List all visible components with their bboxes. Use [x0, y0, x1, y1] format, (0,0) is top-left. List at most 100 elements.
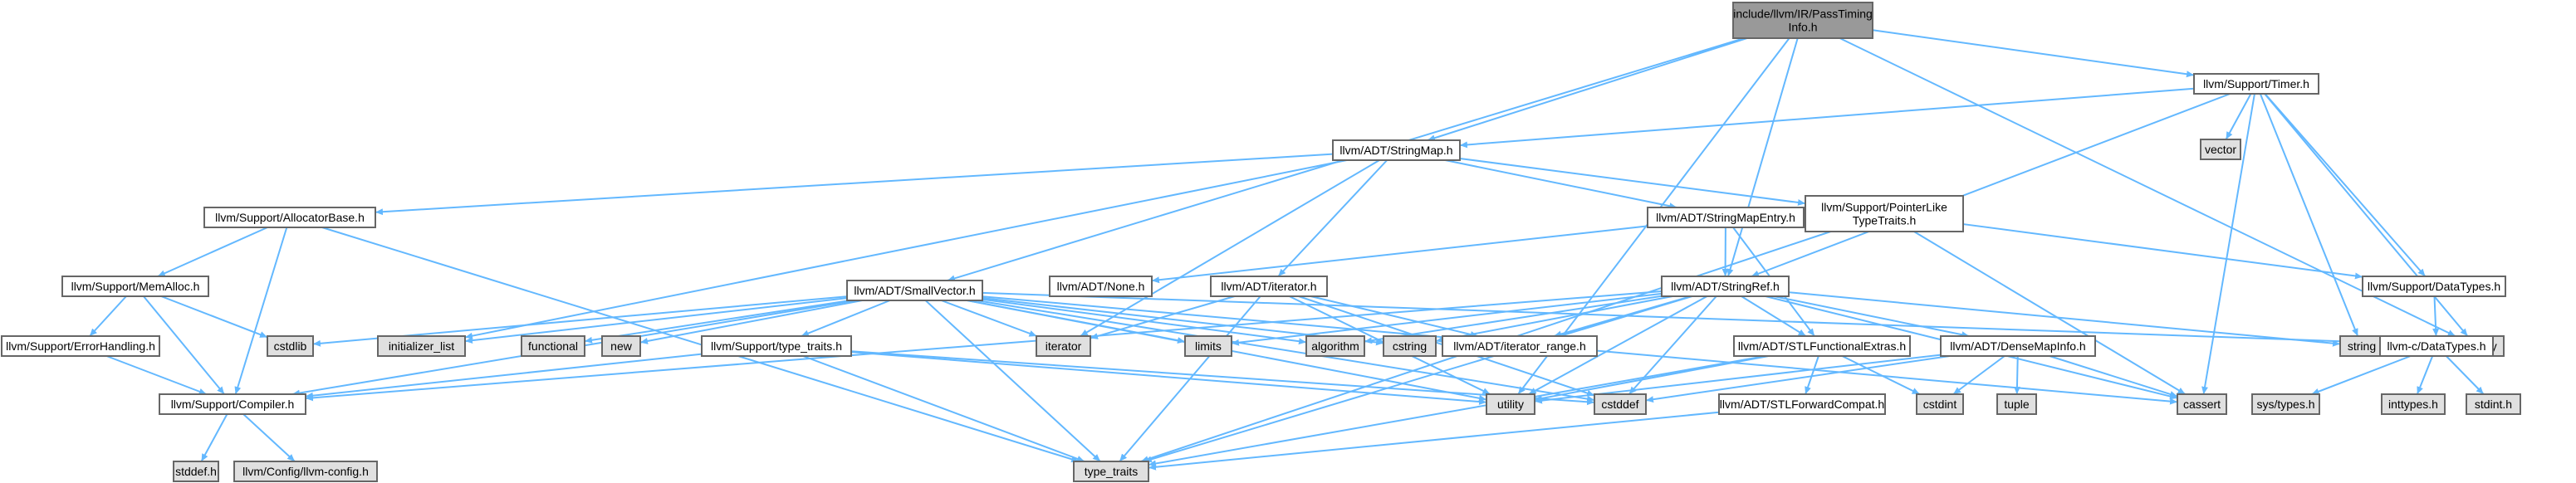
node-iterrange[interactable]: llvm/ADT/iterator_range.h — [1442, 335, 1598, 357]
edge-iteratorh-to-iterator — [1090, 295, 1236, 339]
node-label-datatypes-0: llvm/Support/DataTypes.h — [2368, 280, 2500, 293]
node-cdatatypes[interactable]: llvm-c/DataTypes.h — [2379, 335, 2494, 357]
node-box-stlforward — [1718, 393, 1886, 415]
node-box-cdatatypes — [2379, 335, 2494, 357]
node-box-string — [2339, 335, 2384, 357]
node-label-vector-0: vector — [2205, 143, 2236, 156]
node-cstdlib: cstdlib — [267, 335, 314, 357]
node-label-stlforward-0: llvm/ADT/STLForwardCompat.h — [1720, 398, 1884, 411]
node-stlforward[interactable]: llvm/ADT/STLForwardCompat.h — [1718, 393, 1886, 415]
node-iteratorh[interactable]: llvm/ADT/iterator.h — [1210, 276, 1328, 297]
edge-smallvector-to-memory — [982, 291, 2449, 349]
node-timer[interactable]: llvm/Support/Timer.h — [2193, 73, 2319, 95]
edge-timer-to-string — [2259, 93, 2359, 337]
node-box-stringmapentry — [1647, 207, 1805, 228]
edge-pointerlike-to-datatypes — [1962, 223, 2363, 280]
node-label-root-1: Info.h — [1788, 21, 1817, 34]
node-initlist: initializer_list — [377, 335, 466, 357]
edge-layer — [89, 29, 2485, 471]
node-label-stringmap-0: llvm/ADT/StringMap.h — [1339, 144, 1452, 157]
node-label-algorithm-0: algorithm — [1311, 339, 1359, 353]
node-densemapinfo[interactable]: llvm/ADT/DenseMapInfo.h — [1940, 335, 2096, 357]
node-allocbase[interactable]: llvm/Support/AllocatorBase.h — [203, 207, 376, 228]
node-label-cstring-0: cstring — [1393, 339, 1427, 353]
node-box-stdint — [2466, 393, 2521, 415]
node-box-stringmap — [1332, 139, 1461, 161]
edge-densemapinfo-to-cassert — [2049, 355, 2178, 398]
edge-timer-to-datatypes — [2264, 93, 2427, 277]
node-box-errorhandling — [1, 335, 160, 357]
node-compiler[interactable]: llvm/Support/Compiler.h — [159, 393, 306, 415]
node-smallvector[interactable]: llvm/ADT/SmallVector.h — [846, 280, 983, 301]
edge-smallvector-to-initlist — [464, 297, 848, 344]
node-box-tuple — [1996, 393, 2037, 415]
edge-errorhandling-to-compiler — [106, 355, 207, 395]
edge-allocbase-to-compiler — [234, 227, 288, 395]
edge-timer-to-stringmap — [1459, 87, 2195, 149]
node-label-pointerlike-1: TypeTraits.h — [1853, 214, 1917, 227]
node-typetraits: type_traits — [1073, 461, 1149, 482]
edge-timer-to-memory — [2264, 93, 2469, 337]
node-utility: utility — [1486, 393, 1535, 415]
edge-timer-to-stringref — [1751, 93, 2231, 277]
edge-memalloc-to-errorhandling — [89, 295, 127, 337]
node-string: string — [2339, 335, 2384, 357]
node-stddef: stddef.h — [173, 461, 219, 482]
node-stlfunc[interactable]: llvm/ADT/STLFunctionalExtras.h — [1733, 335, 1911, 357]
node-label-cassert-0: cassert — [2183, 398, 2221, 411]
edge-timer-to-vector — [2225, 93, 2252, 140]
edge-memalloc-to-compiler — [143, 295, 225, 395]
node-label-initlist-0: initializer_list — [389, 339, 454, 353]
edge-stringref-to-typetraits — [1144, 295, 1692, 463]
node-box-inttypes — [2381, 393, 2446, 415]
node-box-algorithm — [1305, 335, 1365, 357]
edge-root-to-memory — [1839, 37, 2456, 337]
node-iterator: iterator — [1036, 335, 1091, 357]
node-label-pointerlike-0: llvm/Support/PointerLike — [1821, 201, 1947, 214]
node-box-densemapinfo — [1940, 335, 2096, 357]
node-label-inttypes-0: inttypes.h — [2388, 398, 2438, 411]
node-stringref[interactable]: llvm/ADT/StringRef.h — [1661, 276, 1790, 297]
node-box-vector — [2200, 139, 2241, 160]
node-box-timer — [2193, 73, 2319, 95]
edge-pointerlike-to-cassert — [1913, 231, 2187, 395]
edge-densemapinfo-to-tuple — [2013, 355, 2020, 395]
node-label-typetraitsh-0: llvm/Support/type_traits.h — [711, 339, 842, 353]
edge-cdatatypes-to-inttypes — [2416, 355, 2434, 395]
node-limits: limits — [1184, 335, 1232, 357]
node-box-limits — [1184, 335, 1232, 357]
edge-stringmap-to-stringmapentry — [1445, 159, 1677, 210]
node-memalloc[interactable]: llvm/Support/MemAlloc.h — [61, 276, 209, 297]
node-box-utility — [1486, 393, 1535, 415]
node-box-cstdlib — [267, 335, 314, 357]
edge-stringmap-to-initlist — [464, 159, 1348, 339]
node-label-cstdlib-0: cstdlib — [274, 339, 307, 353]
node-inttypes: inttypes.h — [2381, 393, 2446, 415]
node-label-allocbase-0: llvm/Support/AllocatorBase.h — [215, 211, 365, 224]
edge-stringref-to-cstring — [1435, 295, 1673, 344]
node-label-typetraits-0: type_traits — [1085, 465, 1139, 478]
edge-stlfunc-to-stlforward — [1805, 355, 1819, 395]
node-errorhandling[interactable]: llvm/Support/ErrorHandling.h — [1, 335, 160, 357]
node-stringmapentry[interactable]: llvm/ADT/StringMapEntry.h — [1647, 207, 1805, 228]
edge-typetraitsh-to-utility — [850, 351, 1487, 405]
node-functional: functional — [521, 335, 585, 357]
node-label-stringmapentry-0: llvm/ADT/StringMapEntry.h — [1656, 211, 1795, 224]
node-stringmap[interactable]: llvm/ADT/StringMap.h — [1332, 139, 1461, 161]
node-typetraitsh[interactable]: llvm/Support/type_traits.h — [701, 335, 852, 357]
node-datatypes[interactable]: llvm/Support/DataTypes.h — [2362, 276, 2506, 297]
edge-smallvector-to-typetraitsh — [801, 300, 891, 337]
edge-stringmapentry-to-none — [1151, 225, 1648, 284]
edge-root-to-stringmap — [1427, 37, 1748, 142]
node-none[interactable]: llvm/ADT/None.h — [1049, 276, 1153, 297]
node-stdint: stdint.h — [2466, 393, 2521, 415]
edge-stringref-to-stlfunc — [1741, 295, 1807, 337]
node-box-datatypes — [2362, 276, 2506, 297]
node-cstddef: cstddef — [1594, 393, 1647, 415]
node-cassert: cassert — [2177, 393, 2227, 415]
node-box-allocbase — [203, 207, 376, 228]
edge-smallvector-to-cstddef — [976, 300, 1595, 402]
